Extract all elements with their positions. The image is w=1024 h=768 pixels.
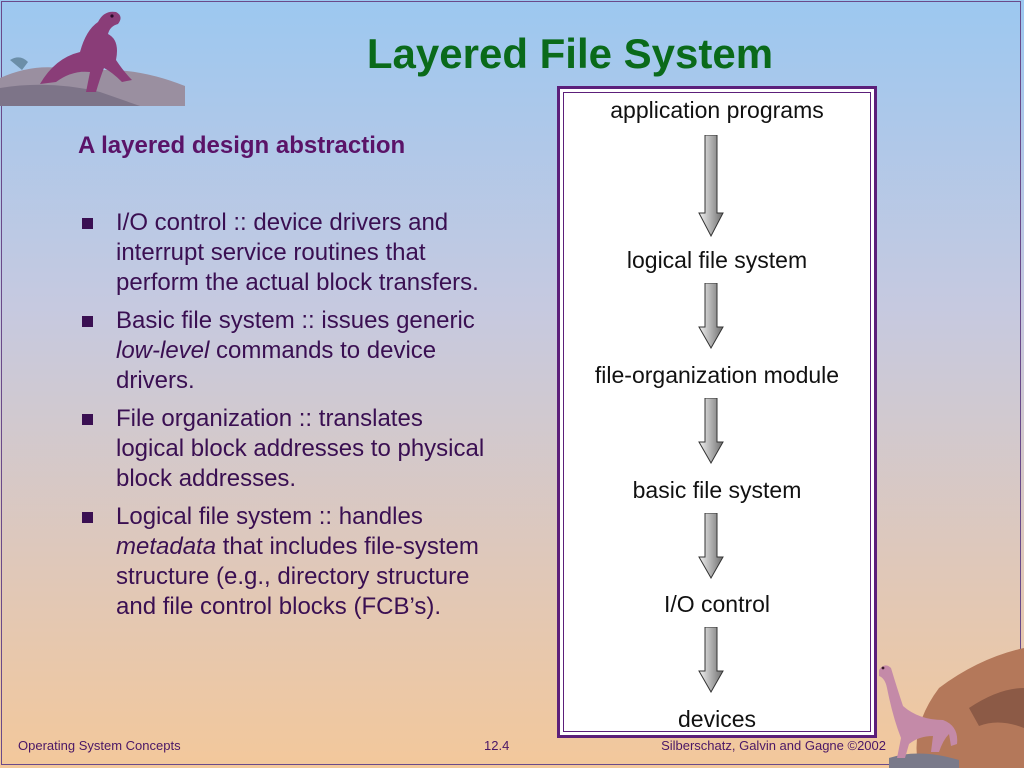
down-arrow-icon	[698, 513, 724, 579]
bullet-text-tail: commands to device drivers.	[116, 337, 437, 394]
footer-course-name: Operating System Concepts	[18, 738, 181, 753]
layer-devices: devices	[678, 706, 756, 732]
down-arrow-icon	[698, 135, 724, 237]
down-arrow-icon	[698, 627, 724, 693]
down-arrow-icon	[698, 398, 724, 464]
bullet-text: File organization :: translates logical …	[116, 405, 485, 492]
layer-io-control: I/O control	[663, 591, 771, 617]
slide-subtitle: A layered design abstraction	[78, 132, 406, 159]
layer-file-organization-module: file-organization module	[594, 362, 840, 388]
bullet-text: I/O control :: device drivers and interr…	[116, 209, 479, 296]
bullet-item: Basic file system :: issues generic low-…	[80, 306, 490, 396]
dinosaur-illustration-bottom	[879, 648, 1024, 768]
footer-page-number: 12.4	[484, 738, 510, 753]
down-arrow-icon	[698, 283, 724, 349]
bullet-emphasis: metadata	[116, 533, 217, 560]
square-bullet-icon	[82, 512, 93, 523]
footer-authors: Silberschatz, Galvin and Gagne ©2002	[661, 738, 886, 753]
slide-title: Layered File System	[366, 30, 774, 77]
bullet-text: Logical file system :: handles	[116, 503, 423, 530]
square-bullet-icon	[82, 316, 93, 327]
bullet-emphasis: low-level	[116, 337, 210, 364]
bullet-text: Basic file system :: issues generic	[116, 307, 475, 334]
layer-basic-file-system: basic file system	[632, 477, 802, 503]
layer-diagram: application programs logical file system…	[557, 86, 877, 738]
bullet-text-tail: that includes file-system structure (e.g…	[116, 533, 479, 620]
square-bullet-icon	[82, 414, 93, 425]
layer-application-programs: application programs	[610, 97, 824, 123]
bullet-item: File organization :: translates logical …	[80, 404, 490, 494]
bullet-item: Logical file system :: handles metadata …	[80, 502, 490, 622]
square-bullet-icon	[82, 218, 93, 229]
bullet-list: I/O control :: device drivers and interr…	[80, 208, 490, 630]
bullet-item: I/O control :: device drivers and interr…	[80, 208, 490, 298]
dinosaur-illustration-top	[0, 11, 185, 106]
layer-logical-file-system: logical file system	[626, 247, 808, 273]
